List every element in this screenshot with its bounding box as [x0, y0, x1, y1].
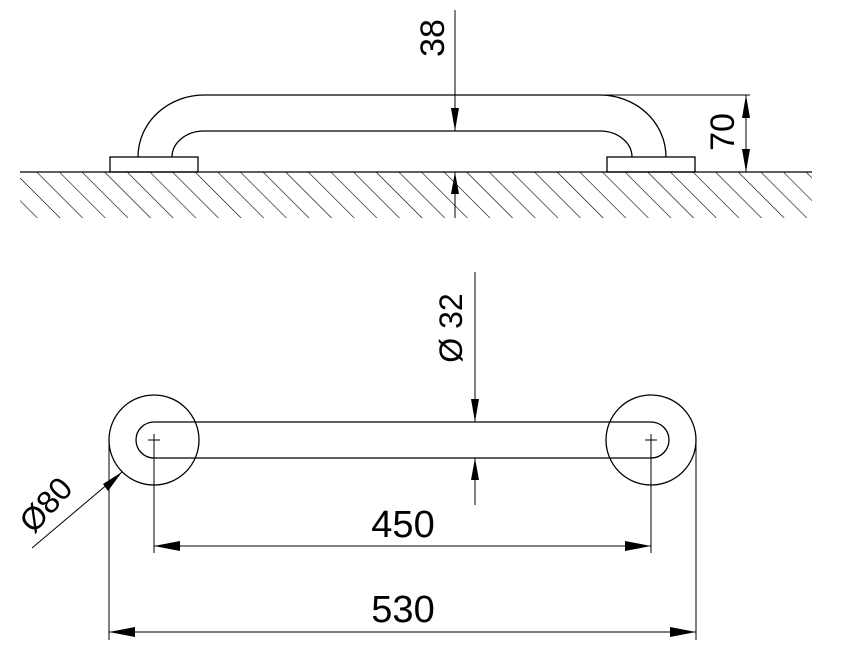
- dim-70-arrow-bottom: [742, 149, 750, 172]
- bar-top-view: [135, 421, 670, 459]
- dim-38-label: 38: [414, 19, 452, 57]
- dim-450-arrow-right: [625, 541, 651, 551]
- dim-450-arrow-left: [154, 541, 180, 551]
- dim-38-arrow-bottom: [451, 172, 459, 194]
- ground-hatch: [20, 172, 812, 218]
- left-mounting-plate: [109, 156, 199, 173]
- grab-bar-outer-contour: [137, 94, 667, 158]
- dim-530-arrow-right: [670, 627, 696, 637]
- dim-80-label: Ø80: [12, 470, 79, 539]
- side-view: 38 70: [20, 10, 812, 218]
- dim-530-label: 530: [371, 589, 434, 631]
- dim-32-label: Ø 32: [433, 293, 469, 362]
- dim-32-arrow-top: [471, 399, 479, 422]
- dim-530-arrow-left: [109, 627, 135, 637]
- grab-bar-inner-contour: [171, 130, 633, 158]
- dim-32-arrow-bottom: [471, 458, 479, 480]
- dim-450-label: 450: [371, 504, 434, 546]
- right-mounting-plate: [606, 156, 696, 173]
- dim-70-label: 70: [704, 113, 742, 151]
- dim-38-arrow-top: [451, 108, 459, 131]
- dim-70-arrow-top: [742, 95, 750, 118]
- top-view: Ø 32 Ø80 450 530: [12, 272, 697, 640]
- dim-80-arrow: [103, 472, 122, 491]
